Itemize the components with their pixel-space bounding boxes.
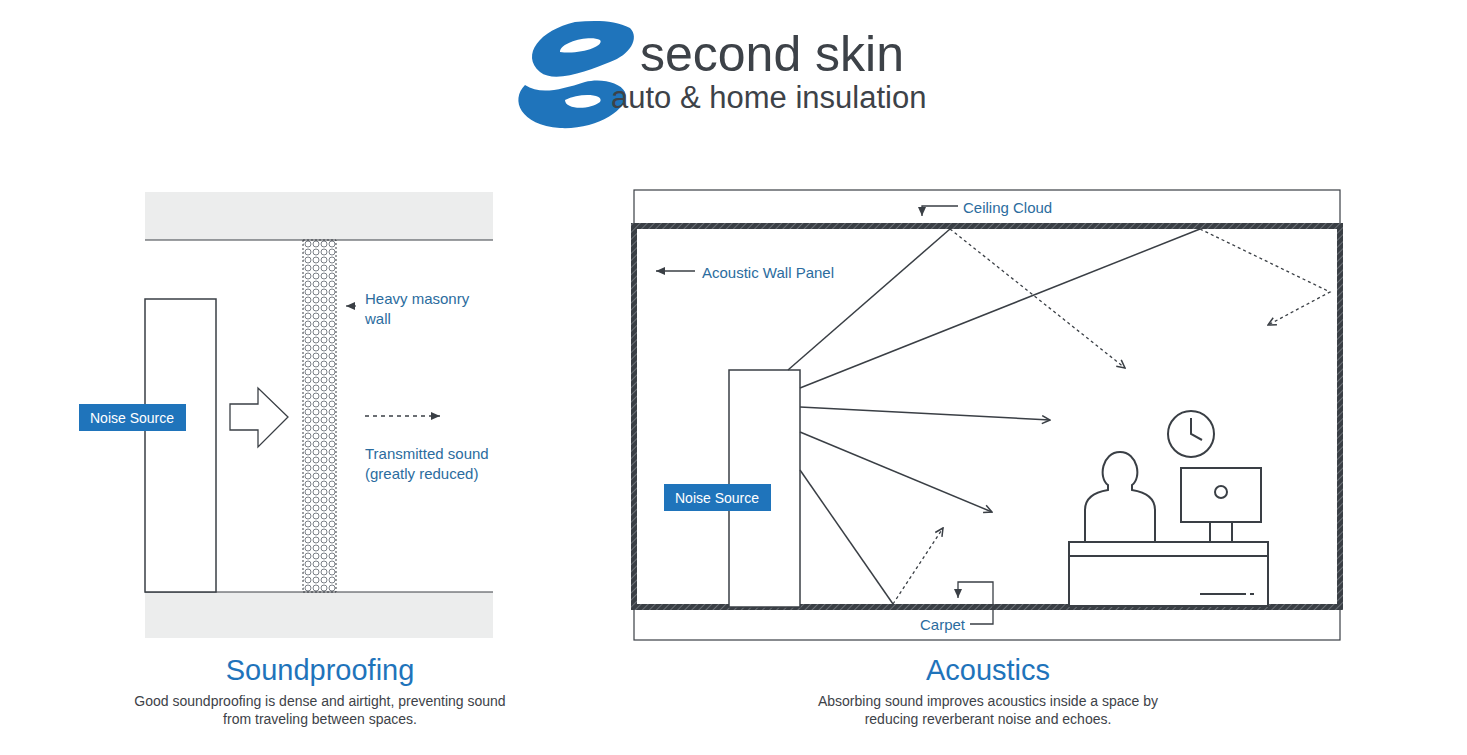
- part-label: Carpet: [920, 615, 965, 635]
- noise-source-box: [145, 299, 216, 592]
- noise-source-tag: Noise Source: [79, 404, 186, 431]
- part-label: Ceiling Cloud: [963, 198, 1052, 218]
- panel-caption: Good soundproofing is dense and airtight…: [130, 692, 510, 728]
- sound-arrow: [230, 388, 288, 447]
- tag-text: Noise Source: [90, 410, 175, 426]
- masonry-wall: [303, 240, 336, 592]
- tag-text: Noise Source: [675, 490, 760, 506]
- office-worker: [1069, 411, 1268, 606]
- logo-tagline: auto & home insulation: [611, 78, 926, 118]
- part-label: Acoustic Wall Panel: [702, 263, 834, 283]
- panel-heading: Acoustics: [926, 652, 1050, 690]
- acoustic-panels: [634, 226, 1340, 607]
- panel-caption: Absorbing sound improves acoustics insid…: [798, 692, 1178, 728]
- part-label: Heavy masonry wall: [365, 289, 495, 328]
- part-label: Transmitted sound (greatly reduced): [365, 444, 535, 483]
- panel-heading: Soundproofing: [226, 652, 415, 690]
- noise-source-tag: Noise Source: [664, 484, 771, 511]
- logo-name: second skin: [640, 22, 904, 87]
